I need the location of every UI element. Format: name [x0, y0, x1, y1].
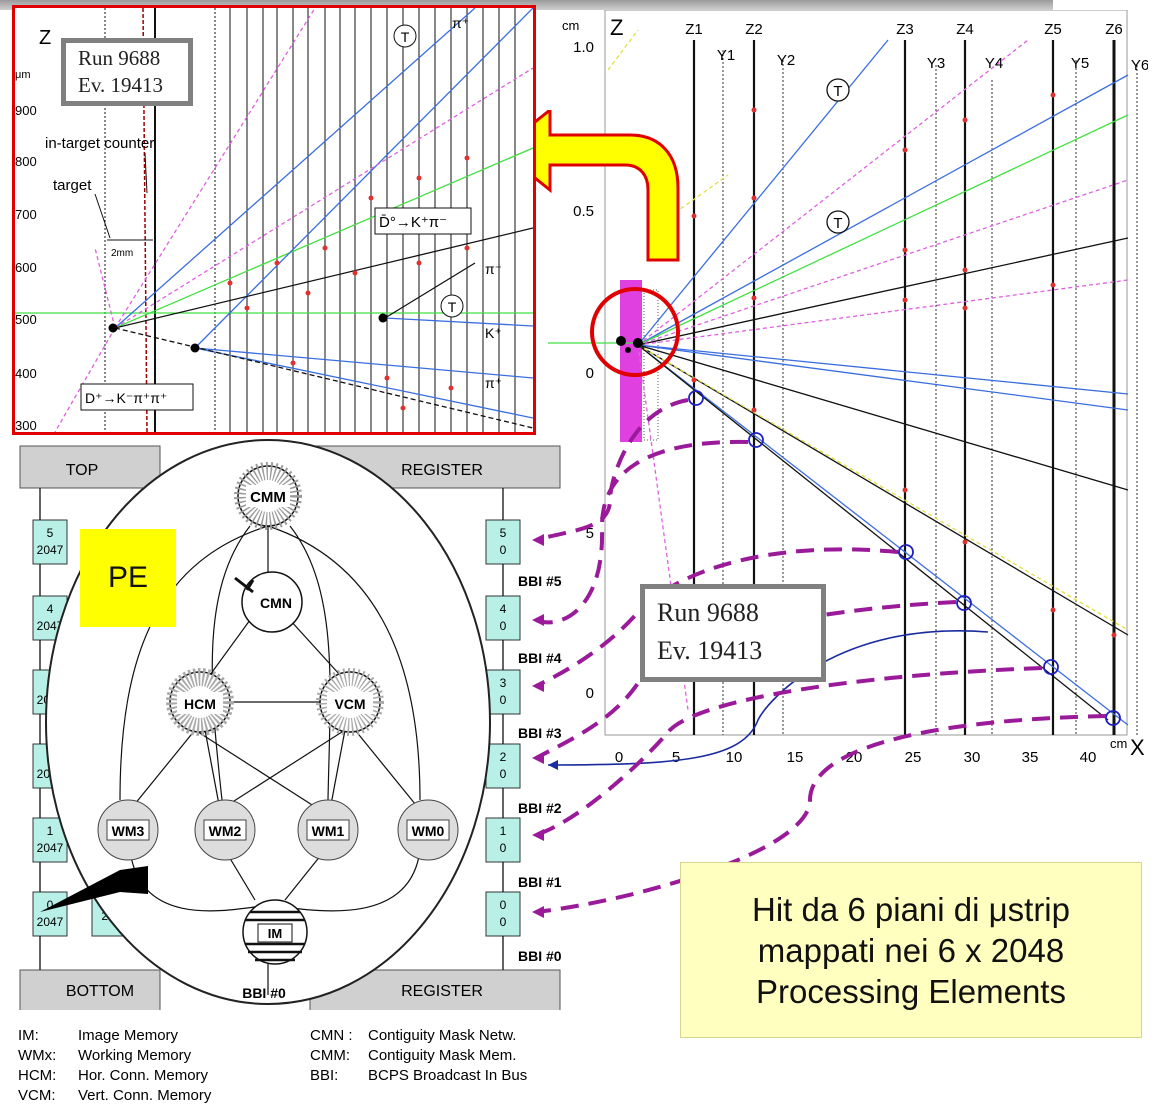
dashed-connectors — [520, 380, 1140, 940]
svg-text:Y2: Y2 — [777, 52, 795, 69]
svg-text:600: 600 — [15, 260, 37, 275]
svg-text:2: 2 — [500, 750, 507, 764]
svg-text:3: 3 — [500, 676, 507, 690]
wm0-label: WM0 — [412, 823, 445, 839]
cmm-node: CMM — [238, 466, 298, 526]
svg-text:0: 0 — [500, 543, 507, 557]
target-label: target — [53, 177, 92, 194]
pe-label-box: PE — [80, 529, 176, 627]
svg-text:0: 0 — [500, 898, 507, 912]
wm2-label: WM2 — [209, 823, 242, 839]
svg-text:400: 400 — [15, 366, 37, 381]
svg-text:T: T — [401, 29, 410, 45]
svg-text:HCM: HCM — [184, 696, 216, 712]
pi-minus-label: π⁻ — [485, 261, 502, 277]
svg-text:0: 0 — [500, 693, 507, 707]
pi-plus-label-2: π⁺ — [485, 375, 502, 391]
svg-text:Z6: Z6 — [1105, 21, 1123, 38]
note-line-3: Processing Elements — [756, 971, 1066, 1012]
svg-text:2047: 2047 — [37, 841, 64, 855]
track-t-label-1: T — [833, 83, 842, 100]
svg-text:Y5: Y5 — [1071, 55, 1089, 72]
inset-t-markers: T T — [394, 25, 463, 317]
register-bottom-label: REGISTER — [401, 983, 483, 1000]
svg-text:Y3: Y3 — [927, 55, 945, 72]
inset-z-label: Z — [39, 27, 51, 49]
pi-plus-label-1: π⁺ — [452, 15, 469, 31]
svg-text:Y6: Y6 — [1131, 57, 1148, 74]
svg-text:T: T — [448, 299, 457, 315]
bottom-label: BOTTOM — [66, 983, 134, 1000]
d0-decay-label: D̄°→K⁺π⁻ — [379, 214, 447, 231]
inset-run-box: Run 9688 Ev. 19413 — [61, 38, 193, 106]
detector-run-box: Run 9688 Ev. 19413 — [640, 584, 826, 682]
wm3-label: WM3 — [112, 823, 145, 839]
note-line-2: mappati nei 6 x 2048 — [758, 930, 1064, 971]
legend-right: CMN :Contiguity Mask Netw. CMM:Contiguit… — [310, 1026, 610, 1086]
svg-text:1: 1 — [47, 824, 54, 838]
svg-text:4: 4 — [47, 602, 54, 616]
svg-text:0: 0 — [500, 767, 507, 781]
svg-text:0: 0 — [500, 915, 507, 929]
svg-text:0: 0 — [500, 619, 507, 633]
hcm-node: HCM — [170, 672, 230, 732]
note-line-1: Hit da 6 piani di μstrip — [752, 889, 1070, 930]
svg-text:5: 5 — [500, 526, 507, 540]
svg-text:CMN: CMN — [260, 595, 292, 611]
svg-text:Y1: Y1 — [717, 47, 735, 64]
svg-text:Z2: Z2 — [745, 21, 763, 38]
svg-text:5: 5 — [47, 526, 54, 540]
track-t-label-2: T — [833, 215, 842, 232]
dplus-decay-label: D⁺→K⁻π⁺π⁺ — [85, 390, 167, 406]
svg-text:0: 0 — [500, 841, 507, 855]
svg-text:Y4: Y4 — [985, 55, 1003, 72]
svg-text:1: 1 — [500, 824, 507, 838]
legend-left: IM:Image Memory WMx:Working Memory HCM:H… — [18, 1026, 318, 1106]
svg-text:Z3: Z3 — [896, 21, 914, 38]
svg-text:800: 800 — [15, 154, 37, 169]
svg-text:Z4: Z4 — [956, 21, 974, 38]
svg-text:2047: 2047 — [37, 543, 64, 557]
z-axis-label: Z — [610, 15, 623, 40]
inset-event-label: Ev. 19413 — [78, 72, 188, 99]
pe-label: PE — [108, 561, 148, 595]
processor-diagram: TOP REGISTER BOTTOM REGISTER 5 2047 4 2047… — [0, 430, 600, 1010]
detector-event-label: Ev. 19413 — [657, 632, 821, 670]
register-top-label: REGISTER — [401, 462, 483, 479]
inset-run-label: Run 9688 — [78, 45, 188, 72]
in-target-counter-label: in-target counter — [45, 135, 154, 152]
vertex-zoom-inset: T T Z μm 900 800 700 600 500 400 300 in-… — [12, 5, 536, 435]
svg-text:BBI #0: BBI #0 — [518, 948, 562, 964]
im-node: IM — [243, 900, 307, 964]
inset-y-ticks: 900 800 700 600 500 400 300 — [15, 103, 37, 432]
svg-text:900: 900 — [15, 103, 37, 118]
svg-text:2047: 2047 — [37, 915, 64, 929]
z-plane-labels: Z1 Z2 Z3 Z4 Z5 Z6 — [685, 21, 1123, 38]
hit-mapping-note: Hit da 6 piani di μstrip mappati nei 6 x… — [680, 862, 1142, 1038]
svg-text:4: 4 — [500, 602, 507, 616]
svg-text:1.0: 1.0 — [573, 39, 594, 56]
svg-text:Z5: Z5 — [1044, 21, 1062, 38]
connector-arrowheads — [532, 534, 544, 918]
svg-text:CMM: CMM — [250, 489, 286, 506]
top-label: TOP — [66, 462, 99, 479]
k-plus-label: K⁺ — [485, 325, 502, 341]
detector-run-label: Run 9688 — [657, 594, 821, 632]
inset-unit-label: μm — [15, 69, 31, 81]
svg-text:IM: IM — [268, 926, 282, 941]
svg-text:500: 500 — [15, 312, 37, 327]
scale-2mm-label: 2mm — [111, 248, 133, 259]
svg-text:Z1: Z1 — [685, 21, 703, 38]
svg-text:700: 700 — [15, 207, 37, 222]
bbi0-bottom-label: BBI #0 — [242, 985, 286, 1001]
y-unit-label: cm — [562, 18, 579, 33]
svg-text:VCM: VCM — [334, 696, 365, 712]
wm1-label: WM1 — [312, 823, 345, 839]
vcm-node: VCM — [320, 672, 380, 732]
